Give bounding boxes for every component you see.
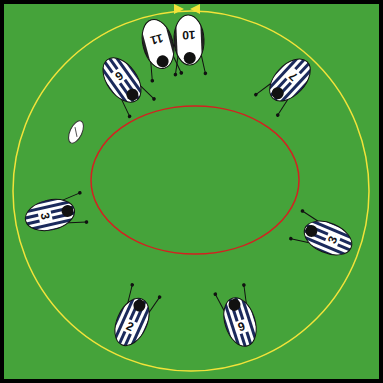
player-head: [304, 223, 320, 239]
number-patch: [111, 67, 128, 84]
player-hand: [157, 295, 162, 300]
number-patch: [122, 318, 137, 334]
player-hand: [213, 292, 218, 297]
number-patch: [180, 28, 198, 42]
player-head: [124, 86, 141, 103]
player-hand: [127, 114, 132, 119]
inner-ring: [91, 106, 299, 254]
player-body: [262, 51, 318, 108]
player-hand: [179, 71, 183, 75]
player-head: [227, 297, 242, 312]
player-head: [155, 54, 170, 69]
player-hand: [253, 92, 258, 97]
direction-arrow: [190, 4, 200, 14]
player-hand: [204, 71, 208, 75]
player-hand: [275, 113, 280, 118]
player-head: [60, 204, 74, 218]
player-marker: 10: [171, 11, 207, 68]
player-body: [22, 195, 77, 235]
player-body: [95, 51, 148, 109]
player-head: [184, 52, 196, 64]
player-head: [131, 298, 147, 314]
player-head: [269, 85, 286, 102]
player-body: [108, 293, 156, 351]
player-body: [299, 214, 357, 261]
player-body: [137, 16, 179, 72]
rugby-ball: [65, 119, 86, 146]
outer-ring: [13, 11, 369, 371]
player-hand: [130, 282, 135, 287]
player-hand: [78, 191, 82, 195]
player-hand: [150, 79, 154, 83]
number-patch: [147, 31, 167, 48]
pitch: [4, 4, 379, 379]
number-patch: [234, 319, 248, 335]
number-patch: [324, 232, 340, 247]
player-hand: [151, 96, 156, 101]
player-hand: [84, 220, 88, 224]
player-hand: [300, 209, 305, 214]
direction-arrow: [174, 4, 184, 14]
player-hand: [288, 236, 293, 241]
player-hand: [242, 283, 247, 288]
number-patch: [285, 68, 302, 85]
number-patch: [38, 209, 53, 223]
player-body: [173, 14, 205, 65]
player-hand: [174, 73, 178, 77]
jersey-number: 10: [182, 28, 196, 42]
player-body: [218, 294, 262, 351]
